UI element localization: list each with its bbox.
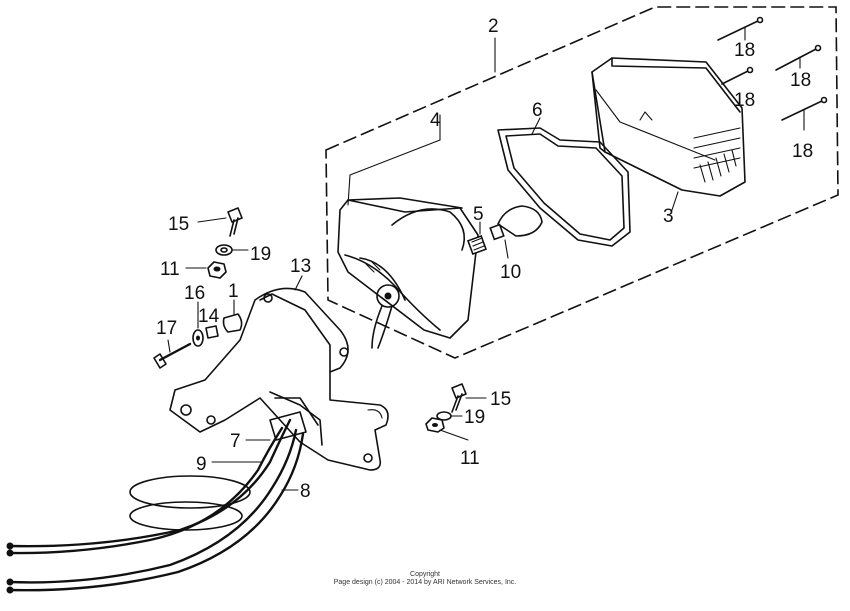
nut-11-lower (425, 417, 445, 433)
callout-19: 19 (464, 407, 485, 428)
bolt-17 (153, 342, 192, 369)
washer-19-upper (215, 244, 233, 256)
callout-11: 11 (160, 259, 180, 280)
callout-11: 11 (460, 448, 480, 469)
callout-15: 15 (168, 214, 189, 235)
screw-18-a (717, 16, 764, 41)
callout-18: 18 (790, 70, 811, 91)
screw-18-b (721, 66, 754, 85)
screw-18-d (781, 96, 828, 121)
collar-14 (205, 325, 219, 339)
callout-1: 1 (228, 281, 239, 302)
leader-6 (531, 117, 541, 135)
callout-5: 5 (473, 204, 484, 225)
callout-8: 8 (300, 481, 311, 502)
leader-13 (294, 275, 303, 291)
callout-9: 9 (196, 454, 207, 475)
leader-3 (671, 191, 679, 211)
copyright-line-1: Copyright (410, 571, 440, 578)
callout-15: 15 (490, 389, 511, 410)
callout-13: 13 (290, 256, 311, 277)
nut-11-upper (207, 261, 227, 279)
callout-7: 7 (230, 431, 241, 452)
lens-gasket (497, 127, 631, 247)
light-housing (337, 197, 479, 349)
washer-16 (192, 329, 204, 347)
callout-4: 4 (430, 110, 441, 131)
leader-10 (504, 239, 509, 259)
screw-18-c (775, 44, 822, 71)
callout-18: 18 (734, 90, 755, 111)
copyright-line-2: Page design (c) 2004 - 2014 by ARI Netwo… (334, 579, 517, 586)
tail-lens (591, 57, 746, 197)
bolt-15-upper (227, 207, 243, 237)
rubber-1 (222, 313, 243, 333)
bulb-socket (467, 235, 487, 255)
callout-19: 19 (250, 244, 271, 265)
assembly-boundary (325, 6, 839, 359)
callout-14: 14 (198, 306, 220, 327)
callout-16: 16 (184, 283, 205, 304)
callout-3: 3 (663, 206, 674, 227)
callout-10: 10 (500, 262, 521, 283)
callout-18: 18 (734, 40, 755, 61)
wire-harness (6, 411, 307, 594)
mounting-bracket (169, 287, 389, 471)
callout-18: 18 (792, 141, 813, 162)
callout-2: 2 (488, 16, 499, 37)
bolt-15-lower (451, 383, 467, 413)
callout-17: 17 (156, 318, 177, 339)
callout-6: 6 (532, 100, 543, 121)
bulb (489, 205, 543, 241)
